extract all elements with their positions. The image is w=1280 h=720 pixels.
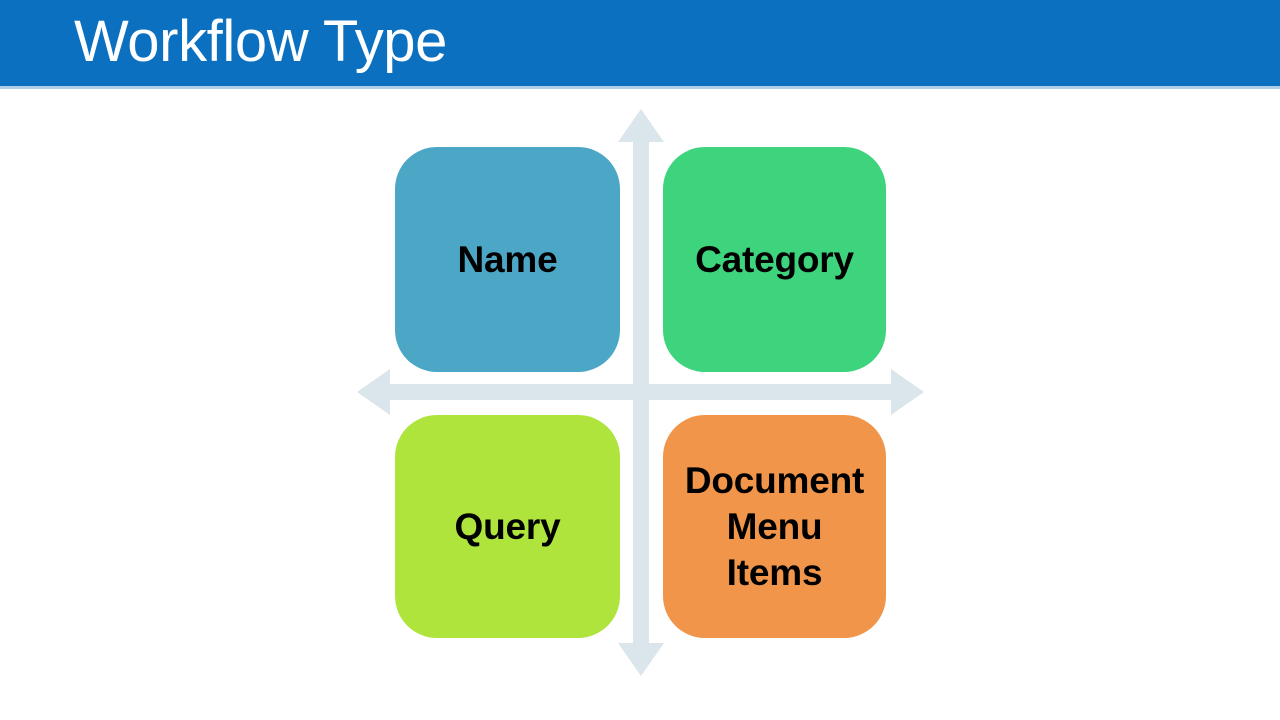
quadrant-label-name: Name [457, 238, 558, 280]
quadrant-box-name[interactable]: Name [395, 147, 620, 372]
quadrant-label-category: Category [695, 238, 854, 280]
quadrant-label-document-menu-items: Document Menu Items [684, 459, 865, 593]
quadrant-box-query[interactable]: Query [395, 415, 620, 638]
axis-vertical-shaft [633, 140, 649, 645]
axis-arrow-right-icon [891, 369, 924, 415]
page-title: Workflow Type [74, 9, 448, 74]
axis-arrow-left-icon [357, 369, 390, 415]
axis-arrow-down-icon [618, 643, 664, 676]
quadrant-label-query: Query [454, 505, 561, 547]
header-underline [0, 86, 1280, 89]
quadrant-box-document-menu-items[interactable]: Document Menu Items [663, 415, 886, 638]
axis-horizontal-shaft [388, 384, 893, 400]
axis-arrow-up-icon [618, 109, 664, 142]
quadrant-box-category[interactable]: Category [663, 147, 886, 372]
header-bar [0, 0, 1280, 86]
